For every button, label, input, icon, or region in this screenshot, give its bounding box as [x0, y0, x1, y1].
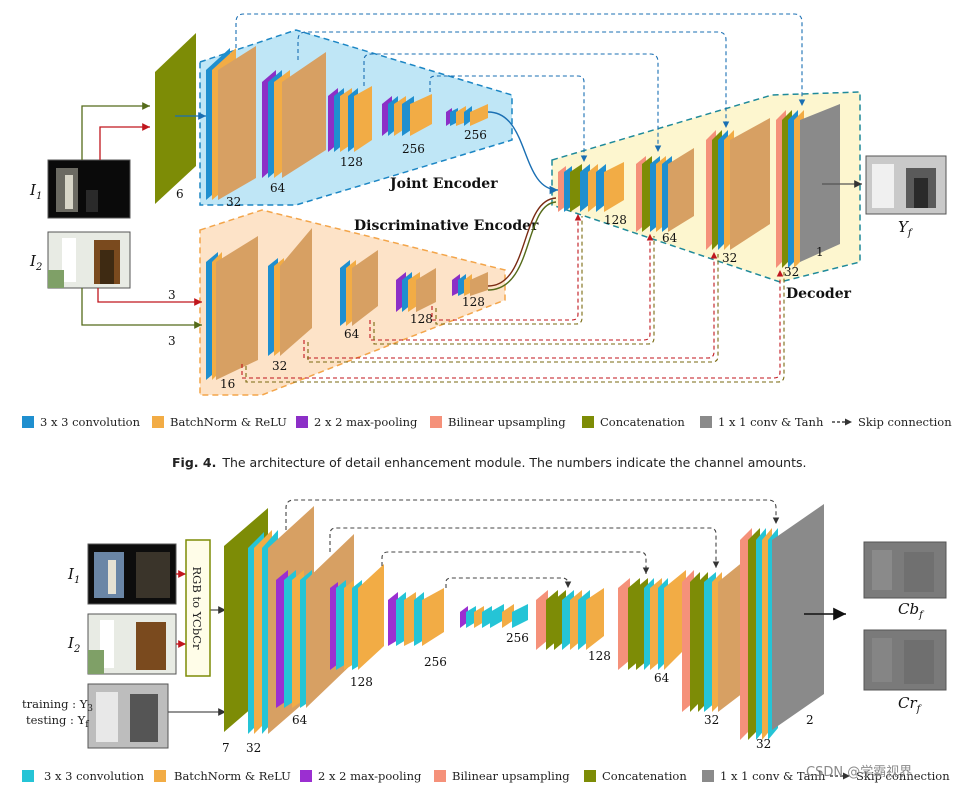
svg-text:Concatenation: Concatenation	[600, 415, 685, 429]
svg-text:2 x 2 max-pooling: 2 x 2 max-pooling	[318, 769, 422, 783]
joint-encoder-title: Joint Encoder	[388, 176, 498, 192]
disc-ch-1: 16	[220, 377, 235, 391]
legend-1: 3 x 3 convolution BatchNorm & ReLU 2 x 2…	[22, 415, 952, 429]
figure1: I1 I2 3 3 6	[22, 13, 952, 429]
fig2-dec-ch-1: 128	[588, 649, 611, 663]
joint-ch-5: 256	[464, 128, 487, 142]
dec-ch-3: 32	[722, 251, 737, 265]
fig2-dec-ch-5: 2	[806, 713, 814, 727]
svg-text:1 x 1 conv & Tanh: 1 x 1 conv & Tanh	[720, 769, 826, 783]
fig2-i1-label: I1	[67, 565, 80, 586]
joint-ch-1: 32	[226, 195, 241, 209]
svg-text:BatchNorm & ReLU: BatchNorm & ReLU	[174, 769, 291, 783]
dec-ch-2: 64	[662, 231, 678, 245]
svg-text:1 x 1 conv & Tanh: 1 x 1 conv & Tanh	[718, 415, 824, 429]
input-i2-label: I2	[29, 252, 42, 273]
input-i1-label: I1	[29, 181, 42, 202]
fig2-dec-ch-4: 32	[756, 737, 771, 751]
disc-ch-3: 64	[344, 327, 360, 341]
rgb-to-ycbcr-block	[185, 539, 211, 677]
fig2-dec-ch-3: 32	[704, 713, 719, 727]
fig2-enc-ch-6: 256	[506, 631, 529, 645]
input-image-i1	[47, 159, 131, 219]
rgb-to-ycbcr-label: RGB to YCbCr	[190, 567, 204, 651]
fig2-input-i2	[87, 613, 177, 675]
dec-ch-5: 1	[816, 245, 824, 259]
decoder-title: Decoder	[786, 286, 852, 302]
fig2-dec-ch-2: 64	[654, 671, 670, 685]
input-arrow-label-2: 3	[168, 334, 176, 348]
output-yf-label: Yf	[898, 218, 914, 239]
discriminative-encoder-title: Discriminative Encoder	[354, 218, 539, 234]
svg-text:Skip connection: Skip connection	[856, 769, 950, 783]
dec-ch-1: 128	[604, 213, 627, 227]
svg-text:BatchNorm & ReLU: BatchNorm & ReLU	[170, 415, 287, 429]
disc-ch-2: 32	[272, 359, 287, 373]
svg-text:Concatenation: Concatenation	[602, 769, 687, 783]
svg-text:Bilinear upsampling: Bilinear upsampling	[448, 415, 566, 429]
csdn-watermark: CSDN @学霸视界	[806, 764, 912, 780]
dec-ch-4: 32	[784, 265, 799, 279]
joint-ch-3: 128	[340, 155, 363, 169]
fig2-enc-ch-2: 32	[246, 741, 261, 755]
output-image-cb	[863, 541, 947, 599]
fig2-decoder-layers	[536, 504, 824, 740]
output-cr-label: Crf	[898, 694, 923, 715]
fig2-skip-connections	[285, 499, 780, 588]
discriminative-skip-connections	[241, 214, 785, 383]
decoder-layers	[558, 104, 840, 268]
figure-caption: Fig. 4.The architecture of detail enhanc…	[172, 455, 806, 470]
fig2-input-i1	[87, 543, 177, 605]
figure2: I1 I2 training : Y3 testing : Yf RGB to …	[22, 499, 950, 783]
fig2-testing-label: testing : Yf	[26, 713, 89, 730]
discriminative-encoder-layers	[206, 228, 488, 380]
joint-skip-connections	[235, 13, 806, 162]
legend-2: 3 x 3 convolution BatchNorm & ReLU 2 x 2…	[22, 769, 950, 783]
fig2-enc-ch-4: 128	[350, 675, 373, 689]
fig2-enc-ch-1: 7	[222, 741, 230, 755]
output-cb-label: Cbf	[898, 600, 925, 621]
joint-encoder-layers	[206, 46, 488, 200]
output-image-yf	[865, 155, 947, 215]
svg-text:2 x 2 max-pooling: 2 x 2 max-pooling	[314, 415, 418, 429]
input-image-i2	[47, 231, 131, 289]
fig2-training-label: training : Y3	[22, 697, 93, 714]
disc-ch-4: 128	[410, 312, 433, 326]
svg-text:3 x 3 convolution: 3 x 3 convolution	[40, 415, 141, 429]
joint-ch-4: 256	[402, 142, 425, 156]
input-arrow-label-1: 3	[168, 288, 176, 302]
input-concat-block	[155, 33, 196, 204]
fig2-input-y	[87, 683, 169, 749]
svg-text:Bilinear upsampling: Bilinear upsampling	[452, 769, 570, 783]
svg-text:3 x 3 convolution: 3 x 3 convolution	[44, 769, 145, 783]
fig2-i2-label: I2	[67, 634, 80, 655]
first-block-channels: 6	[176, 187, 184, 201]
joint-ch-2: 64	[270, 181, 286, 195]
output-image-cr	[863, 629, 947, 691]
fig2-encoder-layers	[224, 506, 528, 734]
fig2-enc-ch-5: 256	[424, 655, 447, 669]
fig2-enc-ch-3: 64	[292, 713, 308, 727]
svg-text:Skip connection: Skip connection	[858, 415, 952, 429]
disc-ch-5: 128	[462, 295, 485, 309]
